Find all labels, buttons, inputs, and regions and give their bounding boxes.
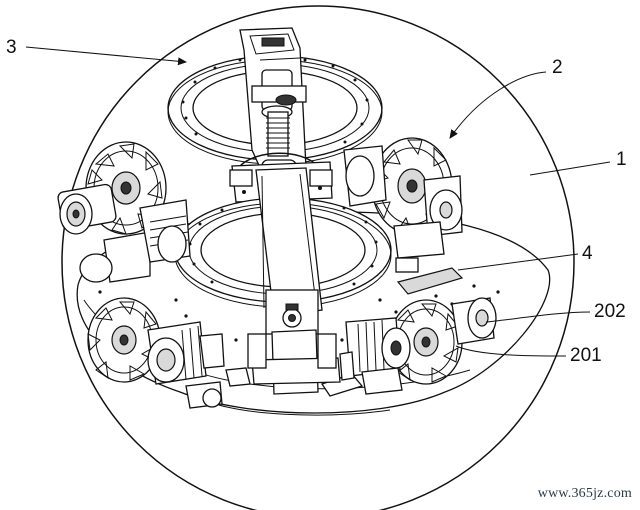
callout-202: 202	[594, 301, 626, 322]
motor-front-left	[147, 321, 251, 409]
callout-4: 4	[582, 243, 593, 264]
callout-3: 3	[6, 37, 17, 58]
central-arm	[247, 167, 341, 395]
motor-left-rear	[57, 183, 191, 283]
watermark: www.365jz.com	[537, 486, 632, 501]
callout-2: 2	[552, 57, 563, 78]
outer-spherical-shell	[61, 5, 575, 510]
upper-mount-block-right	[309, 169, 333, 187]
motor-front-right	[339, 297, 497, 395]
callout-201: 201	[570, 345, 602, 366]
upper-mount-block	[229, 169, 253, 187]
leader-lines	[25, 46, 611, 357]
callout-1: 1	[616, 149, 627, 170]
motor-right-rear	[343, 145, 463, 273]
